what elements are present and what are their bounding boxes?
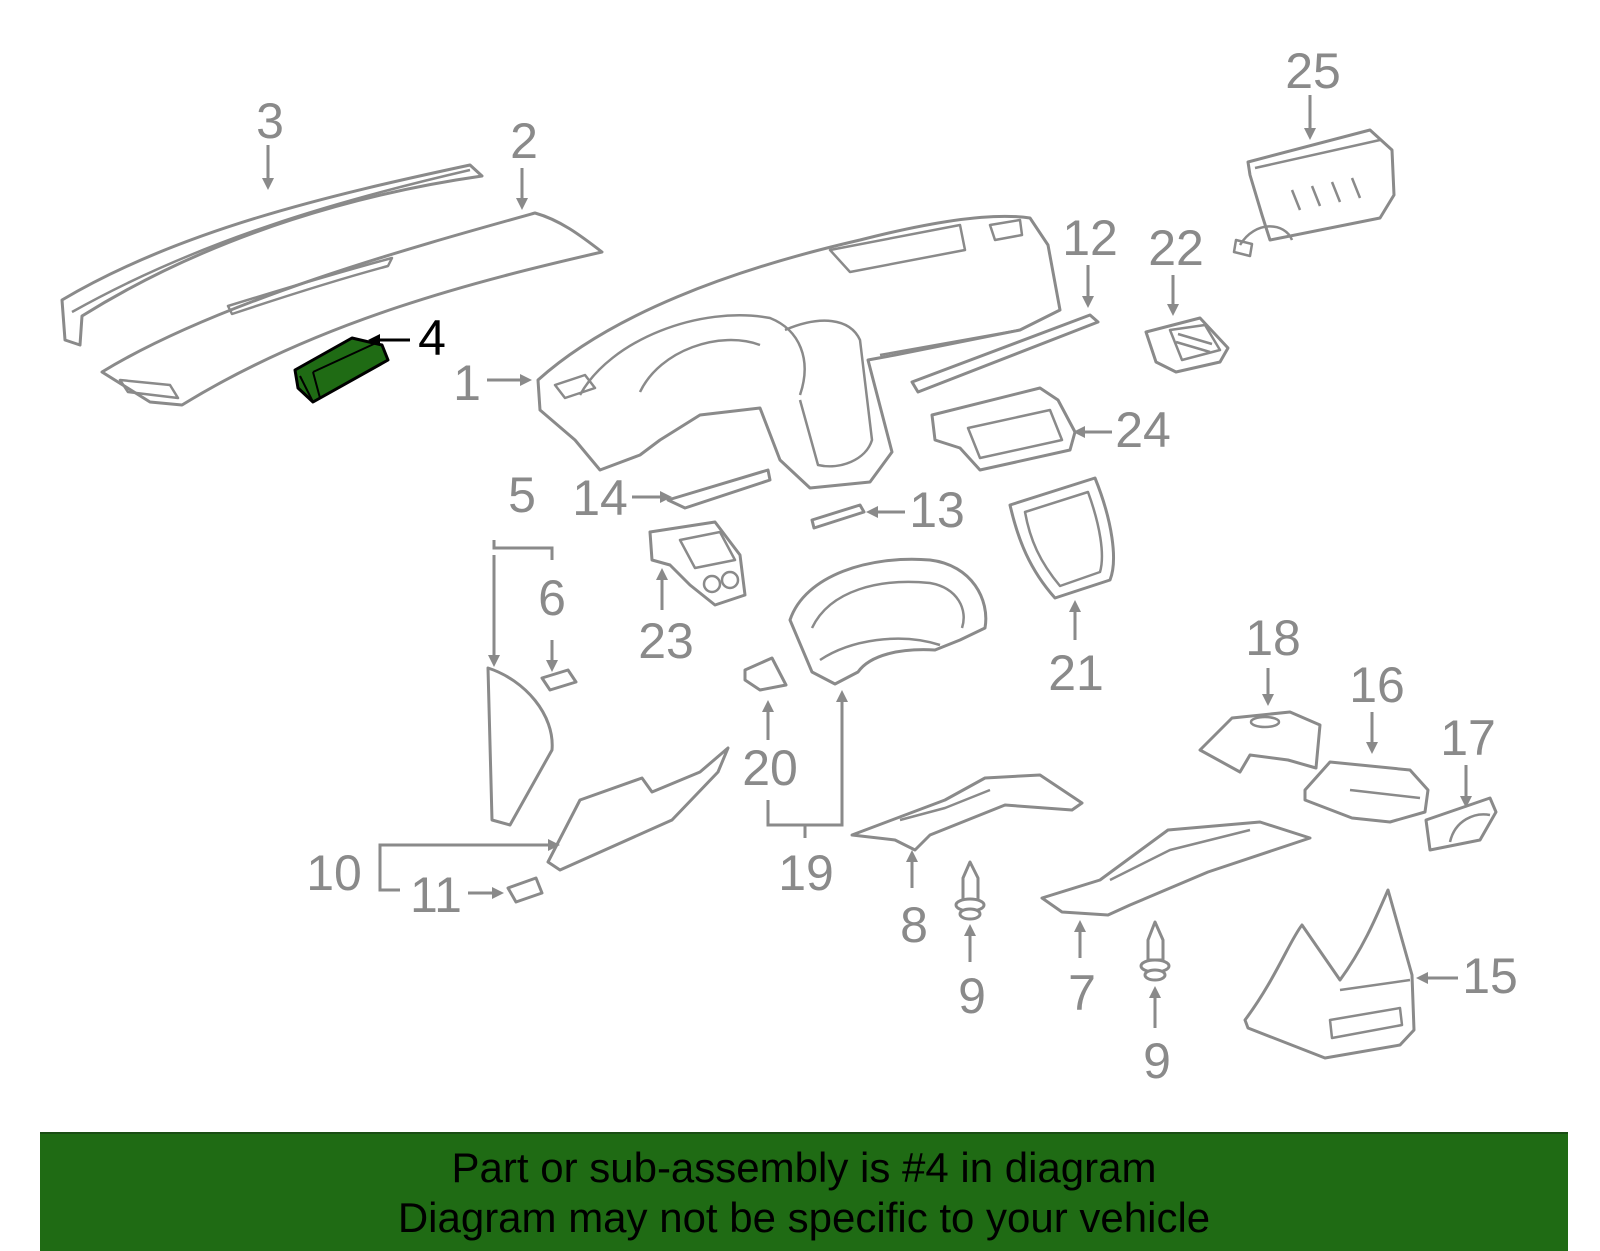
part-7-bracket[interactable] [1040,820,1312,917]
callout-9b: 9 [1143,1033,1171,1089]
callout-21: 21 [1048,645,1104,701]
part-2-dash-pad[interactable] [100,211,604,407]
leader-lines [262,95,1472,1028]
part-3-dash-top-trim[interactable] [60,163,484,347]
info-banner: Part or sub-assembly is #4 in diagram Di… [40,1132,1568,1251]
callout-15: 15 [1462,948,1518,1004]
part-9-fastener-b[interactable] [1139,920,1171,982]
callout-18: 18 [1245,610,1301,666]
callout-22: 22 [1148,220,1204,276]
part-9-fastener-a[interactable] [954,860,986,921]
part-13-trim[interactable] [810,503,866,530]
callout-6: 6 [538,570,566,626]
part-5-side-panel[interactable] [486,666,554,827]
callout-17: 17 [1440,710,1496,766]
callout-2: 2 [510,113,538,169]
callout-16: 16 [1349,657,1405,713]
part-6-clip[interactable] [540,668,578,692]
callout-25: 25 [1285,43,1341,99]
part-17-trim[interactable] [1424,796,1498,852]
callout-8: 8 [900,897,928,953]
callout-24: 24 [1115,402,1171,458]
part-20-bracket[interactable] [743,656,788,692]
part-24-bin[interactable] [930,386,1077,472]
part-4-highlighted[interactable] [293,336,390,404]
callout-12: 12 [1062,210,1118,266]
banner-line-1: Part or sub-assembly is #4 in diagram [451,1143,1157,1191]
callout-23: 23 [638,613,694,669]
callout-labels: 3 2 4 1 12 22 25 24 5 14 13 6 23 21 18 1… [256,43,1518,1089]
callout-1: 1 [453,355,481,411]
parts-diagram: 3 2 4 1 12 22 25 24 5 14 13 6 23 21 18 1… [60,43,1518,1089]
part-1-instrument-panel[interactable] [536,214,1062,490]
part-8-bracket[interactable] [850,773,1084,852]
part-25-climate-control[interactable] [1232,128,1396,258]
part-16-module[interactable] [1303,760,1430,824]
callout-14: 14 [572,470,628,526]
part-23-vent-bezel[interactable] [648,520,747,607]
callout-3: 3 [256,93,284,149]
callout-9a: 9 [958,968,986,1024]
part-14-trim[interactable] [666,468,772,510]
callout-19: 19 [778,845,834,901]
part-21-trim-plate[interactable] [1008,476,1115,600]
part-15-console[interactable] [1243,888,1416,1060]
part-10-knee-bolster[interactable] [546,746,730,872]
banner-line-2: Diagram may not be specific to your vehi… [397,1193,1211,1241]
callout-7: 7 [1068,965,1096,1021]
callout-13: 13 [909,482,965,538]
callout-5: 5 [508,467,536,523]
part-22-air-vent[interactable] [1144,316,1230,374]
part-18-bracket[interactable] [1198,710,1322,774]
part-11-clip[interactable] [506,876,544,904]
callout-4: 4 [418,310,446,366]
callout-20: 20 [742,740,798,796]
callout-11: 11 [410,867,462,923]
part-19-cluster-bezel[interactable] [788,557,988,686]
callout-10: 10 [306,845,362,901]
part-12-trim-strip[interactable] [910,313,1100,394]
